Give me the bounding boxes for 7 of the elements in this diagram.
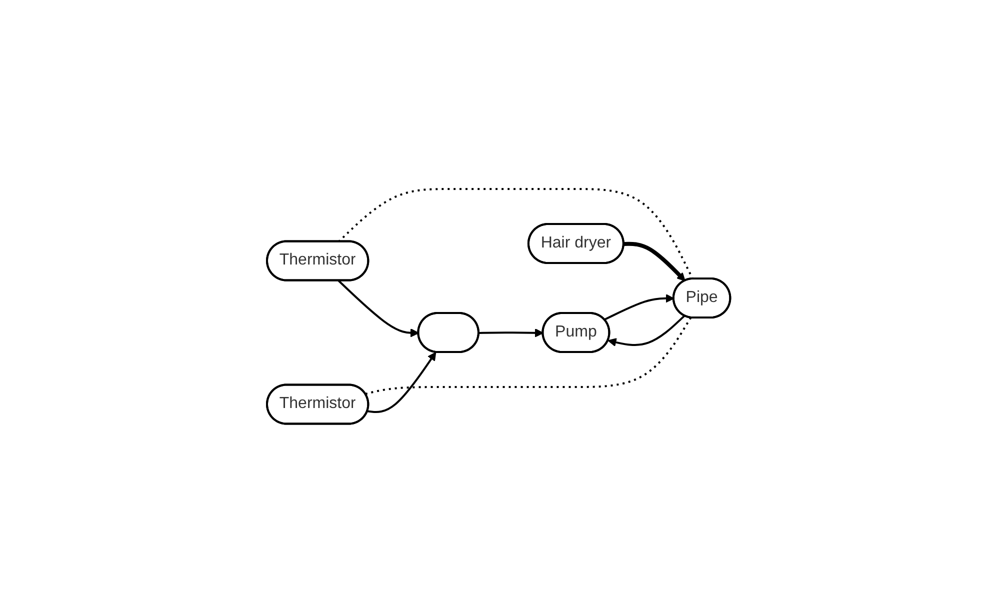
arrow xyxy=(367,352,436,413)
arrow xyxy=(478,328,544,337)
arrow xyxy=(608,314,686,346)
arrow xyxy=(624,242,686,281)
arrow xyxy=(604,294,674,320)
connector xyxy=(365,316,692,395)
arrow xyxy=(338,280,419,337)
